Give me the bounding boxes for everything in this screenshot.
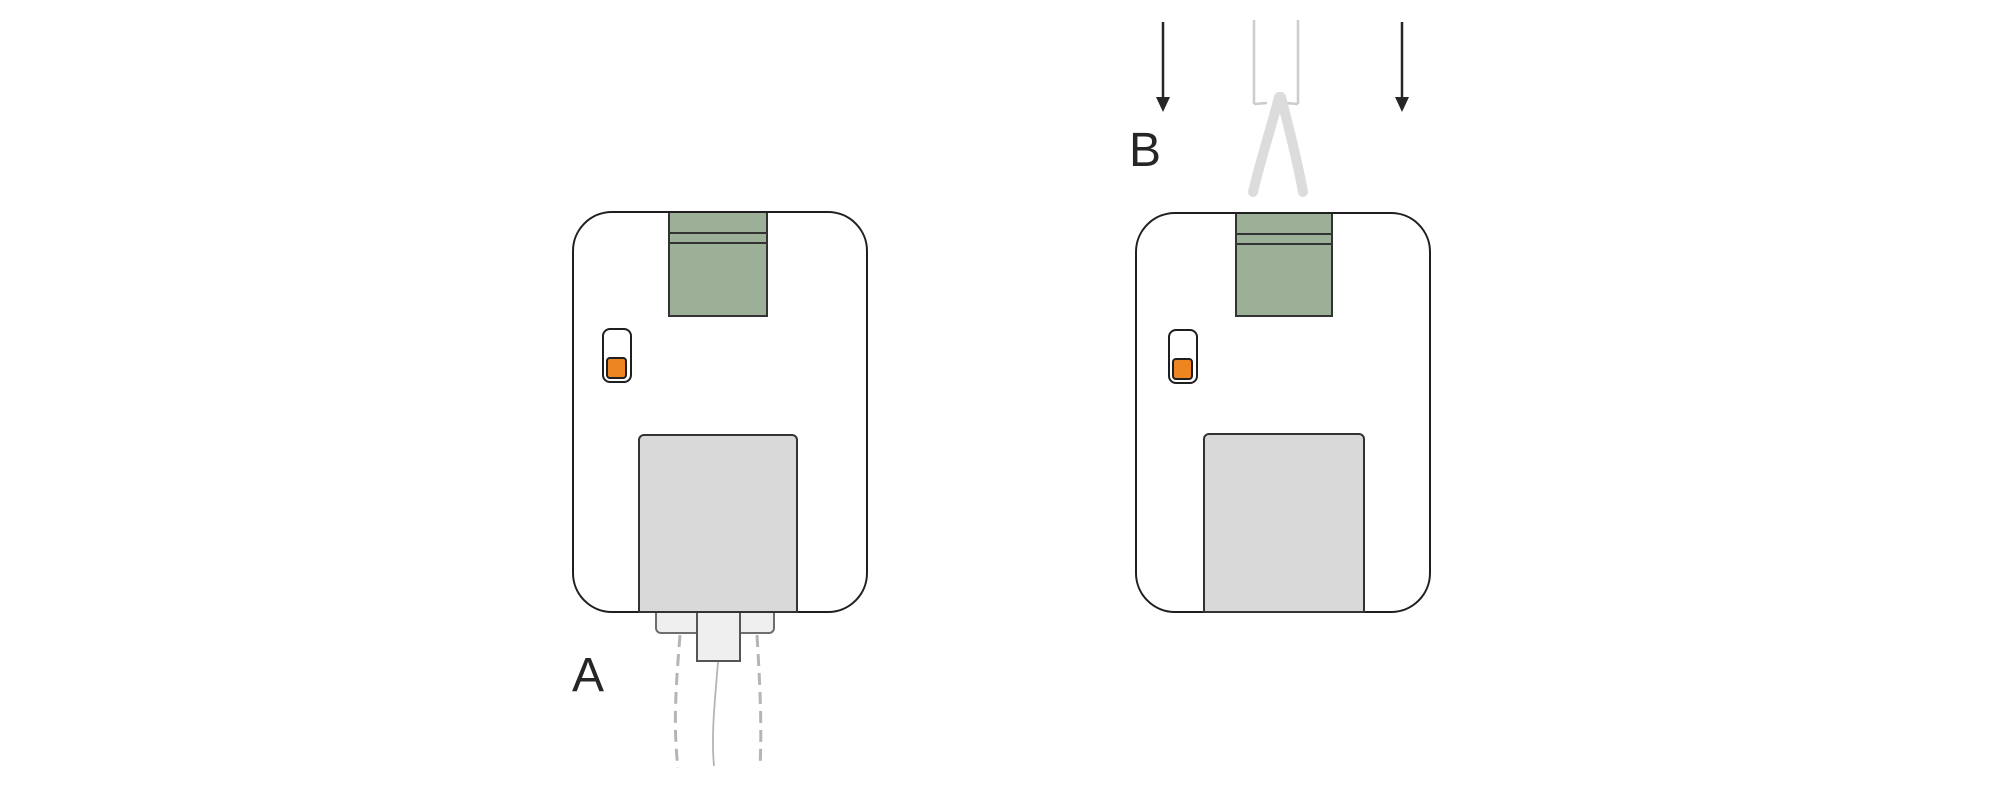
wire-strands [1248,92,1308,197]
down-arrow-right-head [1395,97,1409,112]
cable-left-dashed [673,634,682,769]
device-a-orange-indicator [605,357,627,379]
down-arrow-right-icon [1395,22,1409,112]
tube-body [1255,20,1297,104]
device-a-card-slot-groove [670,232,766,244]
device-a-switch [602,328,632,383]
device-b-switch [1168,329,1198,384]
cable-center-solid [712,661,719,767]
down-arrow-left-head [1156,97,1170,112]
device-b-orange-indicator [1171,358,1193,380]
device-b-card-slot [1235,214,1333,317]
strand-right [1276,92,1308,197]
panel-a-label: A [572,649,605,702]
cable-right-dashed [755,634,763,769]
panel-b-label: B [1129,124,1162,177]
device-a-connector-plug [696,613,741,662]
tube [1252,20,1300,106]
strand-left [1248,92,1284,197]
device-b-card-slot-groove [1237,233,1331,245]
tube-end-cap [1253,101,1299,106]
device-a-port-block [638,434,798,613]
down-arrow-left-icon [1156,22,1170,112]
device-b-port-block [1203,433,1365,613]
device-a-card-slot [668,213,768,317]
